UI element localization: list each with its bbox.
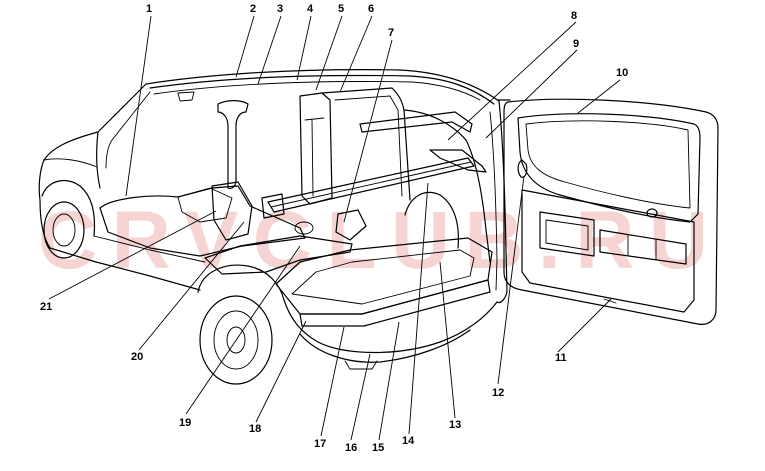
hood-edge [43,158,98,168]
rear-floor-carpet [204,235,353,275]
quarter-inner-panel [403,109,491,263]
headliner-clip [177,91,195,102]
callout-1: 1 [146,3,152,15]
headliner-edge [153,81,481,101]
leader-line-11 [557,297,613,353]
leader-line-17 [320,326,345,437]
a-pillar [96,131,101,189]
front-wheel-arch [41,179,96,237]
cargo-floor-lid-lip [291,249,475,305]
front-wheel-hub [52,213,76,247]
rear-tire [199,295,273,385]
leader-line-2 [235,15,255,78]
rear-quarter-panel [496,100,508,304]
tailgate-lower-trim [521,189,695,313]
callout-4: 4 [307,3,314,15]
leader-line-1 [125,15,152,197]
leader-line-13 [439,261,456,419]
callout-labels: 1 2 3 4 5 6 7 8 9 10 11 12 13 14 15 16 1… [40,3,628,454]
center-pillar-trim [299,92,333,205]
tailgate-weatherstrip [517,113,701,223]
seat-belt-guide [304,117,325,197]
leader-line-21 [48,210,217,300]
leader-line-7 [343,39,393,223]
front-pillar-trim [217,100,249,190]
cargo-cover-roller-edge [270,161,472,208]
tailgate-trim-panel-right [599,229,687,265]
roof-molding [149,74,495,105]
watermark: CRVCLUB.RU [38,195,708,286]
callout-12: 12 [492,387,504,399]
rear-door-frame-inner [334,95,403,197]
callout-11: 11 [555,352,567,364]
car-body [38,69,508,385]
rear-wheel-rim [213,310,259,370]
leader-line-18 [255,320,307,423]
callout-19: 19 [179,417,191,429]
leader-line-10 [577,79,621,114]
leader-line-9 [485,49,578,139]
tailgate-trim-panel-left [539,211,595,257]
tailgate-pull-strap [517,159,528,178]
tailgate-trim-panel-dividers [627,234,657,261]
leader-line-19 [185,245,301,415]
callout-9: 9 [573,38,579,50]
leader-line-3 [257,15,282,85]
rear-wheel-hub [226,326,246,354]
callout-15: 15 [372,442,384,454]
roof-outline [43,69,500,161]
tailgate-window-opening [525,120,691,209]
rear-sill-trim [299,279,491,327]
tailgate-trim-panel-left-inner [545,219,589,251]
callout-16: 16 [345,442,357,454]
leader-line-6 [339,15,373,93]
rear-wheelhouse-trim [404,191,460,249]
leader-line-14 [408,182,429,435]
tailgate [497,98,719,325]
callout-14: 14 [402,435,415,447]
callout-5: 5 [338,3,344,15]
leader-line-12 [497,175,525,385]
callout-2: 2 [250,3,256,15]
leader-line-16 [350,353,371,441]
side-trim-panel [335,209,367,241]
windshield-frame [105,91,151,169]
side-rocker-line [93,235,206,263]
interior-trim [99,87,493,327]
leader-line-5 [315,15,343,91]
leader-line-8 [447,21,577,141]
rear-opening-edge [489,111,498,291]
rear-pillar-upper-trim [359,111,473,133]
callout-3: 3 [277,3,283,15]
rear-pillar-lower-trim [429,149,487,173]
callout-10: 10 [616,67,628,79]
callout-6: 6 [368,3,374,15]
front-tire [43,201,85,259]
seat-mount-cover [294,221,314,235]
callout-7: 7 [388,27,394,39]
leader-lines [48,15,621,441]
callout-20: 20 [131,351,143,363]
callout-18: 18 [249,423,261,435]
tailgate-outer-panel [503,98,719,325]
leader-line-4 [296,15,312,81]
rear-bumper [283,299,498,354]
rear-bumper-lower [299,329,471,363]
cargo-cover-roller [267,157,475,213]
bumper-tab [344,360,378,370]
callout-21: 21 [40,301,52,313]
tailgate-latch [603,298,617,304]
callout-13: 13 [449,419,461,431]
tailgate-handle [646,208,658,218]
callout-8: 8 [571,10,577,22]
front-floor-mat [177,187,233,223]
callout-17: 17 [314,438,326,450]
side-sill [49,247,201,291]
leader-line-20 [138,221,245,351]
leader-line-15 [378,321,400,441]
center-tunnel-carpet [211,181,253,241]
